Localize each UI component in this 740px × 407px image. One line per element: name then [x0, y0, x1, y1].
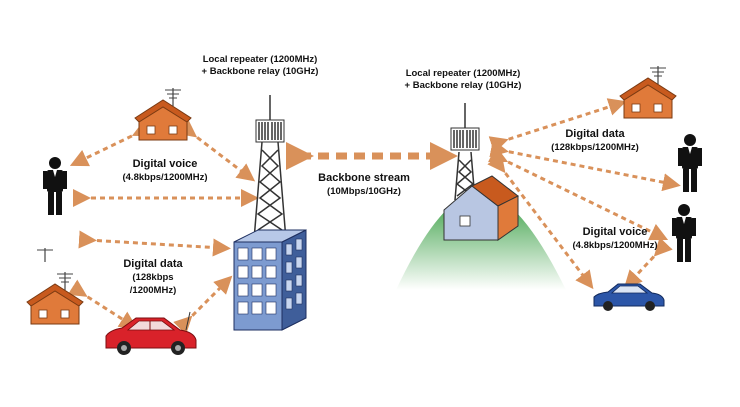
person-icon-left — [43, 157, 67, 215]
right-links — [487, 98, 681, 290]
person-icon-right-2 — [672, 204, 696, 262]
arrow-tower-person-right1 — [489, 139, 681, 192]
label-left-repeater-line1: Local repeater (1200MHz) — [202, 54, 318, 65]
label-backbone: Backbone stream (10Mbps/10GHz) — [304, 172, 424, 198]
label-left-voice-line2: (4.8kbps/1200MHz) — [122, 172, 208, 183]
arrow-person-car-right — [623, 237, 673, 289]
label-right-data-line1: Digital data — [565, 128, 625, 140]
label-left-repeater: Local repeater (1200MHz) + Backbone rela… — [185, 54, 335, 78]
arrow-car-building — [173, 275, 233, 335]
left-links — [67, 119, 259, 335]
label-left-data-line2: (128kbps — [132, 272, 174, 283]
house-icon-right — [619, 65, 677, 119]
office-building-icon — [233, 229, 307, 331]
label-right-data: Digital data (128kbps/1200MHz) — [540, 128, 650, 154]
label-left-voice: Digital voice (4.8kbps/1200MHz) — [100, 158, 230, 184]
label-right-repeater: Local repeater (1200MHz) + Backbone rela… — [388, 68, 538, 92]
arrow-house-building — [78, 230, 231, 257]
person-icon-right-1 — [678, 134, 702, 192]
arrow-house-tower — [177, 119, 256, 182]
label-right-voice: Digital voice (4.8kbps/1200MHz) — [560, 226, 670, 252]
label-right-repeater-line1: Local repeater (1200MHz) — [405, 68, 521, 79]
house-icon-hill — [443, 175, 519, 241]
car-icon-red — [105, 311, 197, 355]
label-backbone-line2: (10Mbps/10GHz) — [327, 186, 401, 197]
left-tower-icon — [253, 94, 287, 241]
label-left-data: Digital data (128kbps /1200MHz) — [108, 258, 198, 297]
house-icon-left-top — [134, 87, 192, 141]
label-left-data-line1: Digital data — [123, 258, 183, 270]
label-left-repeater-line2: + Backbone relay (10GHz) — [201, 66, 319, 77]
arrow-tower-house-right — [488, 98, 627, 154]
arrow-house-person — [69, 119, 153, 167]
label-right-data-line2: (128kbps/1200MHz) — [551, 142, 639, 153]
arrow-house-car — [67, 279, 138, 329]
car-icon-blue — [593, 283, 665, 311]
label-left-data-line3: /1200MHz) — [129, 285, 177, 296]
label-left-voice-line1: Digital voice — [132, 158, 198, 170]
arrow-tower-car-right — [487, 153, 594, 290]
label-right-voice-line2: (4.8kbps/1200MHz) — [572, 240, 658, 251]
house-icon-left-bottom — [26, 248, 84, 325]
label-backbone-line1: Backbone stream — [318, 172, 410, 184]
label-right-voice-line1: Digital voice — [582, 226, 648, 238]
label-right-repeater-line2: + Backbone relay (10GHz) — [404, 80, 522, 91]
